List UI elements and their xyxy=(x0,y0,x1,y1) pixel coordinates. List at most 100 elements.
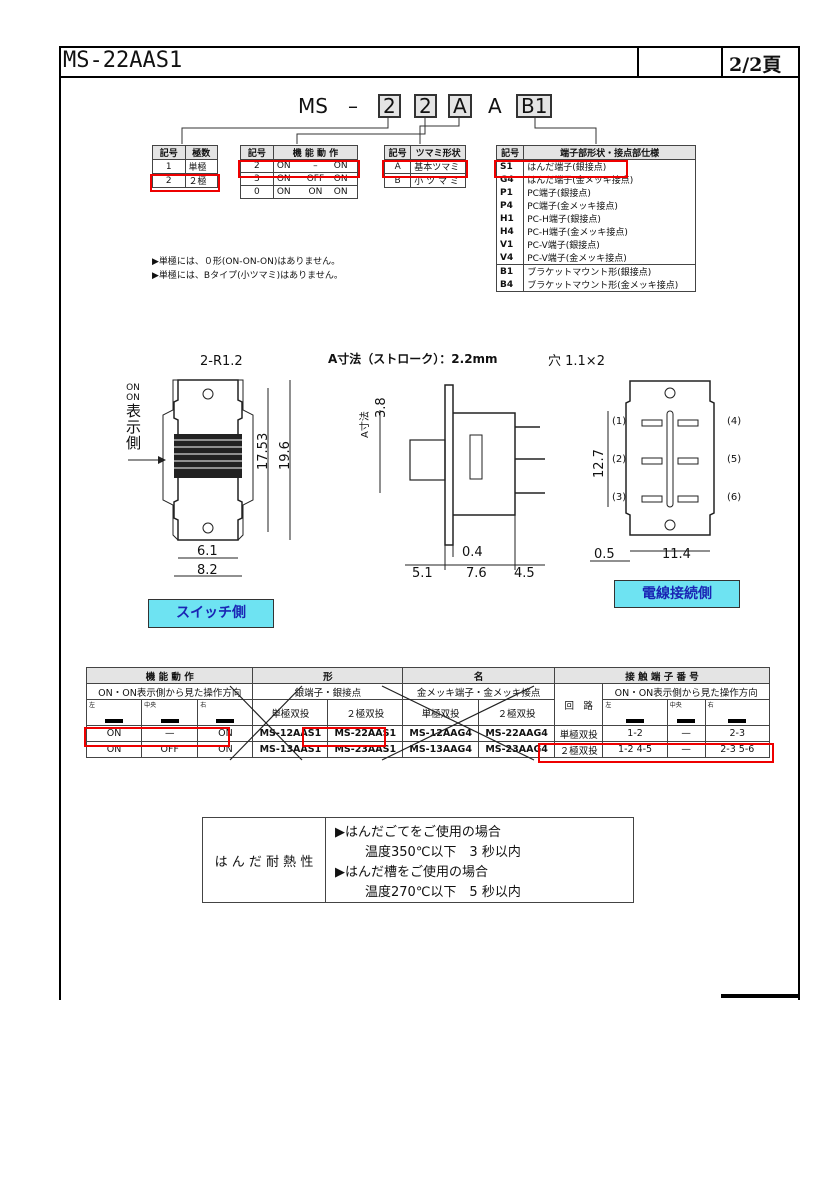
dim-radius: 2-R1.2 xyxy=(200,354,243,369)
dim-text: 19.6 xyxy=(278,441,293,470)
pos-cell: 右 xyxy=(704,699,771,726)
code-part: 2 xyxy=(378,94,401,118)
pos-label: 左 xyxy=(605,702,612,709)
cell: ON xyxy=(300,185,331,199)
code-part: 2 xyxy=(414,94,437,118)
cell: V4 xyxy=(495,251,525,265)
solder-label: は ん だ 耐 熱 性 xyxy=(203,818,326,902)
highlight-box xyxy=(84,727,230,747)
cell: ON xyxy=(330,185,358,199)
dim-text: 5.1 xyxy=(412,566,433,581)
solder-line: ▶はんだごてをご使用の場合 xyxy=(335,825,501,840)
pos-label: 中央 xyxy=(669,702,682,709)
label-char: 側 xyxy=(126,434,142,452)
dim-text: 7.6 xyxy=(466,566,487,581)
th: 記号 xyxy=(495,145,525,160)
highlight-box xyxy=(538,743,774,763)
cell: P1 xyxy=(495,186,525,199)
pos-label: 中央 xyxy=(144,702,157,709)
solder-line: 温度270℃以下 5 秒以内 xyxy=(365,885,521,900)
dim-text: 6.1 xyxy=(197,544,218,559)
page-number: 2/2頁 xyxy=(729,54,782,76)
dim-text: 4.5 xyxy=(514,566,535,581)
dim-text: 0.4 xyxy=(462,545,483,560)
cell: PC-H端子(銀接点) xyxy=(523,212,696,225)
th: 記号 xyxy=(383,145,412,160)
th: 形 xyxy=(252,667,404,684)
vertical-label: ON ON 表 示 側 xyxy=(126,383,142,452)
cell: H4 xyxy=(495,225,525,238)
pos-label: 右 xyxy=(707,702,714,709)
cell: B1 xyxy=(495,264,525,278)
label-char: 示 xyxy=(126,418,142,436)
th: 端子部形状・接点部仕様 xyxy=(523,145,696,160)
code-part: A xyxy=(448,94,472,118)
front-view-drawing xyxy=(128,379,291,577)
cell: P4 xyxy=(495,199,525,212)
th: 機 能 動 作 xyxy=(85,667,254,684)
header: MS-22AAS1 2/2頁 xyxy=(59,46,798,78)
header-divider xyxy=(637,46,639,76)
hole-label: 穴 1.1×2 xyxy=(548,354,605,369)
highlight-box xyxy=(302,727,386,747)
th: 記号 xyxy=(240,145,274,160)
cell: 1-2 xyxy=(602,725,668,742)
doc-title: MS-22AAS1 xyxy=(63,48,183,73)
cell: — xyxy=(666,741,706,758)
cell: PC-V端子(銀接点) xyxy=(523,238,696,251)
highlight-box xyxy=(382,160,468,178)
pos-cell: 中央 xyxy=(666,699,706,726)
th: 機 能 動 作 xyxy=(272,145,359,160)
pos-cell: 左 xyxy=(85,699,143,726)
pos-label: 右 xyxy=(200,702,207,709)
cell: MS-23AAG4 xyxy=(478,741,556,758)
model-table: 機 能 動 作 形 名 接 触 端 子 番 号 ON・ON表示側から見た操作方向… xyxy=(85,667,771,758)
pos-cell: 右 xyxy=(197,699,254,726)
cell: はんだ端子(銀接点) xyxy=(523,159,696,173)
th: 極数 xyxy=(184,145,218,160)
bottom-view-drawing xyxy=(590,380,715,562)
strike-cross xyxy=(229,685,535,761)
cell: 1 xyxy=(152,159,186,174)
highlight-box xyxy=(150,174,220,192)
cell: 1-2 4-5 xyxy=(602,741,668,758)
code-dash: – xyxy=(348,94,358,118)
pin-label: (4) xyxy=(727,416,742,427)
cell: ２極双投 xyxy=(554,741,604,758)
header-divider xyxy=(721,46,723,76)
cell: PC-V端子(金メッキ接点) xyxy=(523,251,696,265)
bottom-bar xyxy=(721,994,798,998)
pos-cell: 左 xyxy=(602,699,668,726)
th: 記号 xyxy=(152,145,186,160)
highlight-box xyxy=(494,160,628,178)
cell: S1 xyxy=(495,159,525,173)
th: 接 触 端 子 番 号 xyxy=(554,667,770,684)
cell: PC端子(金メッキ接点) xyxy=(523,199,696,212)
cell: ブラケットマウント形(金メッキ接点) xyxy=(523,278,696,292)
label-char: ON xyxy=(126,383,140,393)
code-part: A xyxy=(488,94,502,118)
pin-label: (5) xyxy=(727,454,742,465)
highlight-box xyxy=(238,160,360,178)
cell: ON xyxy=(272,185,301,199)
cell: 2-3 5-6 xyxy=(704,741,771,758)
cell: ON・ON表示側から見た操作方向 xyxy=(602,683,770,700)
th: ツマミ形状 xyxy=(410,145,466,160)
side-view-drawing xyxy=(379,384,545,570)
cell: 0 xyxy=(240,185,274,199)
dim-text: A寸法 xyxy=(360,411,371,438)
th: 名 xyxy=(402,667,556,684)
cell: OFF xyxy=(300,172,331,186)
cell: 回 路 xyxy=(554,683,604,726)
code-part: B1 xyxy=(516,94,553,118)
pos-cell: 中央 xyxy=(141,699,199,726)
cell: H1 xyxy=(495,212,525,225)
dim-text: 11.4 xyxy=(662,547,691,562)
solder-line: ▶はんだ槽をご使用の場合 xyxy=(335,865,488,880)
pin-label: (1) xyxy=(612,416,627,427)
solder-heat-table: は ん だ 耐 熱 性 ▶はんだごてをご使用の場合 温度350℃以下 3 秒以内… xyxy=(202,817,634,903)
solder-line: 温度350℃以下 3 秒以内 xyxy=(365,845,521,860)
